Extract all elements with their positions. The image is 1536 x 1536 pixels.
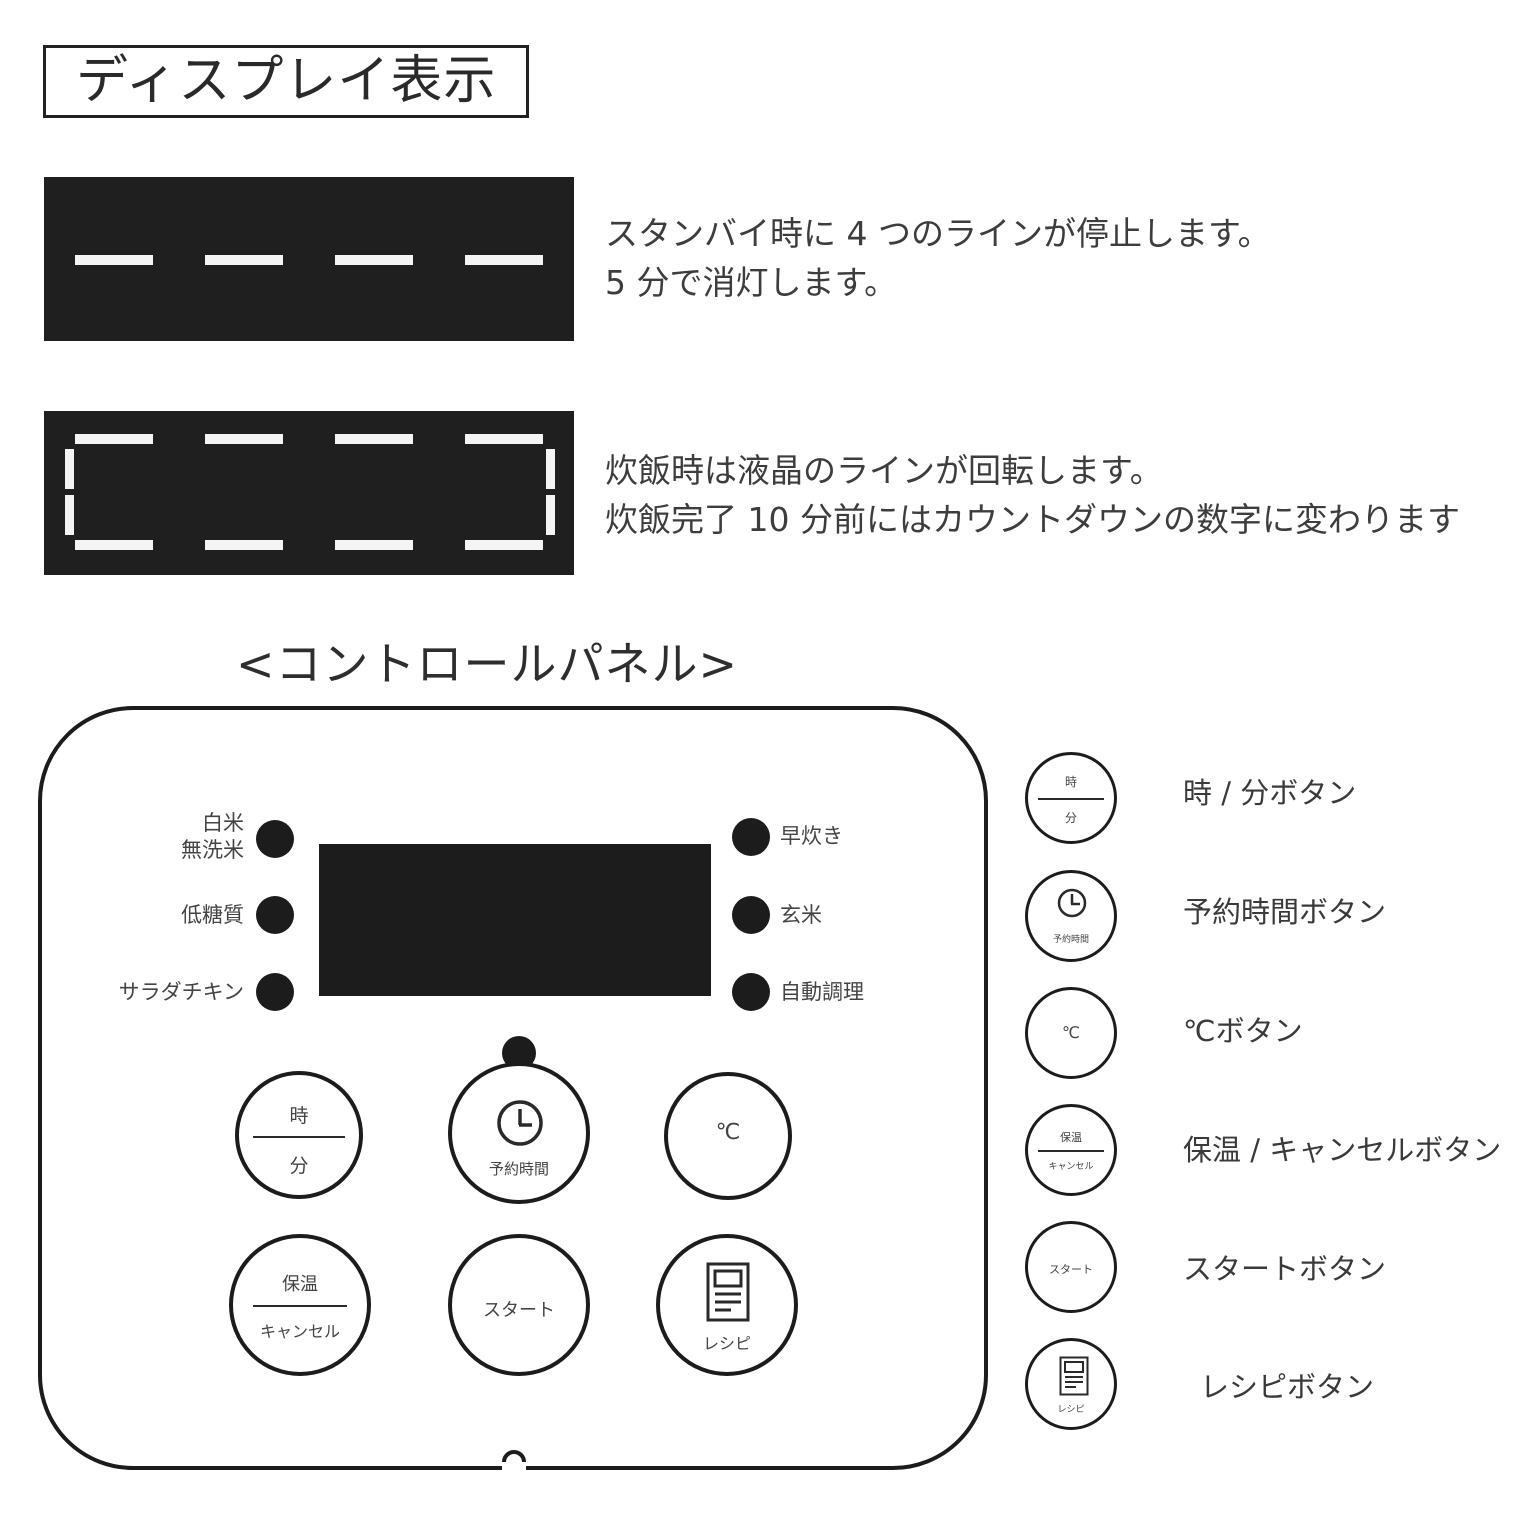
cooking-description-line1: 炊飯時は液晶のラインが回転します。: [605, 451, 1163, 490]
indicator-led-white-rice: [256, 820, 294, 858]
legend-timer-icon: 予約時間: [1025, 870, 1117, 962]
lcd-segment: [546, 495, 555, 535]
lcd-segment: [65, 449, 74, 489]
standby-lcd-diagram: [44, 177, 574, 341]
indicator-led-auto-cook: [732, 973, 770, 1011]
legend-recipe-icon: レシピ: [1025, 1338, 1117, 1430]
indicator-led-salad-chicken: [256, 973, 294, 1011]
panel-notch-gap: [502, 1462, 526, 1474]
recipe-button[interactable]: レシピ: [656, 1234, 798, 1376]
minute-label: 分: [289, 1155, 309, 1177]
mode-label-auto-cook: 自動調理: [780, 980, 864, 1004]
timer-label: 予約時間: [488, 1160, 549, 1178]
mode-label-white-rice: 白米 無洗米: [181, 811, 244, 862]
cancel-label: キャンセル: [259, 1322, 340, 1341]
clock-icon: [1057, 888, 1087, 918]
legend-timer-text: 予約時間: [1052, 935, 1089, 945]
lcd-segment: [205, 255, 283, 265]
standby-description-line2: 5 分で消灯します。: [605, 263, 898, 302]
legend-celsius-icon: ℃: [1025, 987, 1117, 1079]
recipe-label: レシピ: [702, 1334, 751, 1353]
legend-hour-text: 時: [1064, 775, 1077, 789]
lcd-segment: [205, 434, 283, 444]
start-label: スタート: [483, 1300, 555, 1321]
celsius-label: ℃: [715, 1120, 741, 1145]
legend-start-icon: スタート: [1025, 1221, 1117, 1313]
button-divider: [253, 1136, 345, 1138]
lcd-segment: [205, 540, 283, 550]
start-button[interactable]: スタート: [448, 1234, 590, 1376]
cooking-lcd-diagram: [44, 411, 574, 575]
cooking-description-line2: 炊飯完了 10 分前にはカウントダウンの数字に変わります: [605, 500, 1460, 539]
legend-start-text: スタート: [1049, 1263, 1093, 1276]
legend-label-hour-minute: 時 / 分ボタン: [1183, 776, 1357, 810]
button-divider: [1038, 798, 1104, 800]
mode-label-quick-cook: 早炊き: [780, 824, 843, 848]
display-section-title: ディスプレイ表示: [43, 45, 529, 118]
button-divider: [1038, 1150, 1104, 1152]
legend-label-celsius: ℃ボタン: [1183, 1014, 1303, 1048]
keep-warm-label: 保温: [282, 1274, 318, 1295]
lcd-segment: [75, 540, 153, 550]
legend-keep-warm-cancel-icon: 保温 キャンセル: [1025, 1104, 1117, 1196]
legend-cancel-text: キャンセル: [1048, 1162, 1094, 1172]
keep-warm-cancel-button[interactable]: 保温 キャンセル: [229, 1234, 371, 1376]
mode-label-brown-rice: 玄米: [780, 903, 822, 927]
lcd-screen: [319, 844, 711, 996]
legend-label-recipe: レシピボタン: [1200, 1370, 1375, 1404]
lcd-segment: [75, 434, 153, 444]
legend-hour-minute-icon: 時 分: [1025, 752, 1117, 844]
panel-notch: [502, 1450, 526, 1462]
indicator-led-quick-cook: [732, 818, 770, 856]
timer-button[interactable]: 予約時間: [448, 1062, 590, 1204]
lcd-segment: [75, 255, 153, 265]
lcd-segment: [65, 495, 74, 535]
button-divider: [253, 1305, 347, 1307]
legend-label-timer: 予約時間ボタン: [1183, 895, 1387, 929]
indicator-led-brown-rice: [732, 896, 770, 934]
celsius-button[interactable]: ℃: [664, 1072, 792, 1200]
control-panel-title: <コントロールパネル>: [236, 637, 739, 691]
mode-label-salad-chicken: サラダチキン: [118, 980, 244, 1004]
lcd-segment: [335, 255, 413, 265]
legend-label-keep-warm-cancel: 保温 / キャンセルボタン: [1183, 1133, 1502, 1167]
clock-icon: [497, 1100, 543, 1146]
lcd-segment: [465, 540, 543, 550]
lcd-segment: [465, 434, 543, 444]
indicator-led-low-carb: [256, 896, 294, 934]
lcd-segment: [546, 449, 555, 489]
lcd-segment: [465, 255, 543, 265]
legend-recipe-text: レシピ: [1057, 1405, 1085, 1415]
legend-celsius-text: ℃: [1062, 1023, 1080, 1042]
recipe-book-icon: [706, 1262, 750, 1322]
standby-description-line1: スタンバイ時に 4 つのラインが停止します。: [605, 214, 1271, 253]
recipe-book-icon: [1059, 1356, 1089, 1396]
legend-label-start: スタートボタン: [1183, 1252, 1387, 1286]
legend-keep-warm-text: 保温: [1060, 1131, 1082, 1144]
mode-label-low-carb: 低糖質: [181, 903, 244, 927]
lcd-segment: [335, 434, 413, 444]
legend-minute-text: 分: [1064, 811, 1077, 825]
hour-minute-button[interactable]: 時 分: [235, 1071, 363, 1199]
lcd-segment: [335, 540, 413, 550]
hour-label: 時: [289, 1105, 309, 1127]
